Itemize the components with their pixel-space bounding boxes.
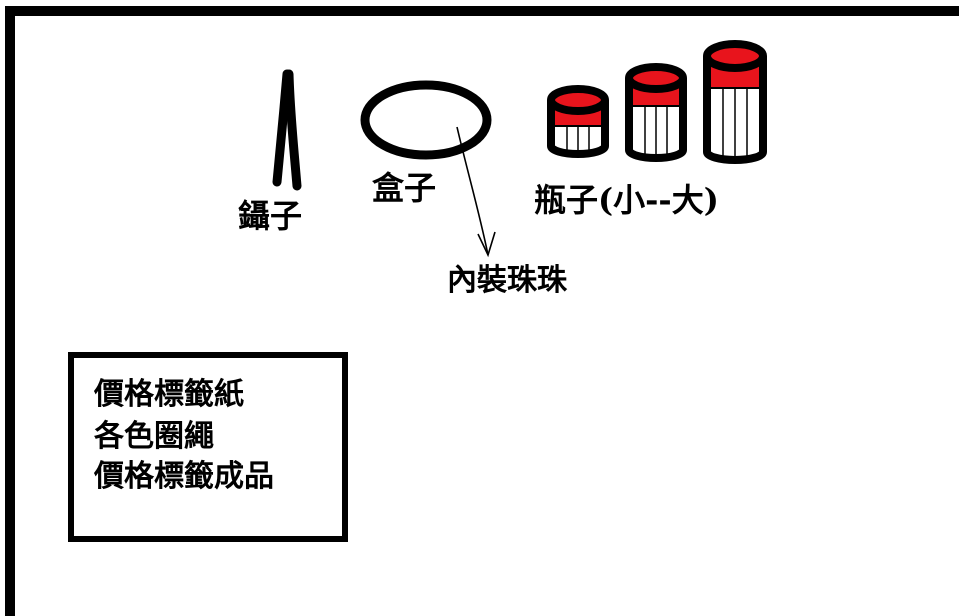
outer-frame <box>5 6 959 616</box>
tweezers-icon <box>272 69 302 191</box>
box-label: 盒子 <box>372 169 437 207</box>
materials-box: 價格標籤紙 各色圈繩 價格標籤成品 <box>68 352 348 542</box>
materials-item-finished-price-tags: 價格標籤成品 <box>94 459 274 494</box>
bottle-icon-medium <box>625 63 687 162</box>
bottle-icon-small <box>547 85 609 158</box>
box-icon <box>360 80 492 160</box>
bottle-icon-large <box>703 40 767 164</box>
bottles-label: 瓶子(小--大) <box>534 181 719 219</box>
materials-item-colored-cords: 各色圈繩 <box>94 419 214 454</box>
beads-label: 內裝珠珠 <box>447 263 567 298</box>
materials-item-price-tag-paper: 價格標籤紙 <box>94 377 244 412</box>
tweezers-label: 鑷子 <box>238 197 303 235</box>
arrow-icon <box>456 126 496 258</box>
